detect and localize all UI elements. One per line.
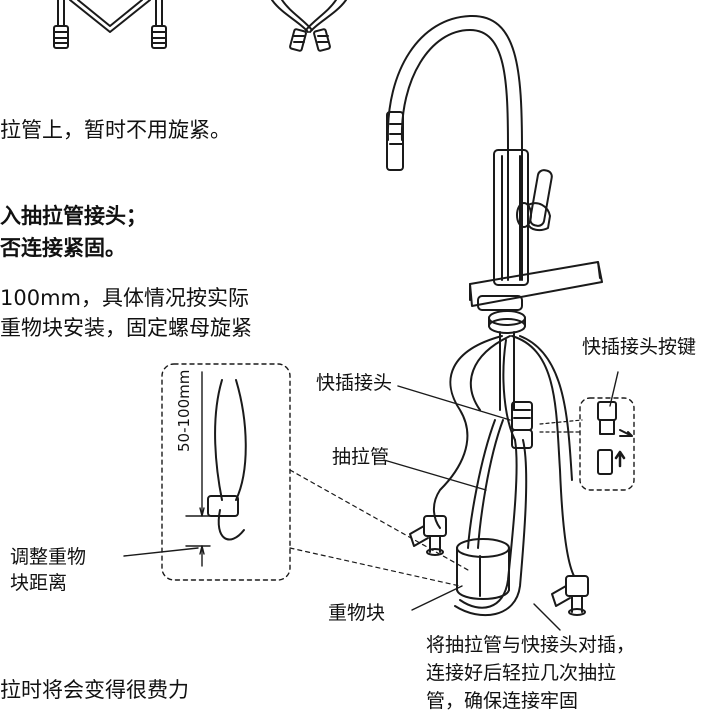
label-quick-connector-button: 快插接头按键 [582,336,697,358]
connector-detail-inset [539,397,635,491]
instruction-line-1: 拉管上，暂时不用旋紧。 [0,118,231,142]
angle-valve-left [409,515,447,556]
label-weight-block: 重物块 [328,602,386,624]
faucet-body [493,149,553,286]
weight-block [456,538,510,600]
hose-pictogram-crossed [271,0,347,52]
label-adjust-distance-2: 块距离 [10,572,68,594]
instruction-line-6: 拉时将会变得很费力 [0,678,189,702]
instruction-line-4: 100mm，具体情况按实际 [0,286,249,310]
instruction-line-3: 否连接紧固。 [0,236,126,260]
leader-lines [123,371,619,631]
quick-connector [511,401,533,449]
instruction-line-2: 入抽拉管接头； [0,204,147,228]
label-adjust-distance-1: 调整重物 [10,546,87,568]
connect-note-1: 将抽拉管与快接头对插， [426,634,636,656]
faucet-spout [386,14,523,281]
instruction-line-5: 重物块安装，固定螺母旋紧 [0,316,252,340]
label-pull-hose: 抽拉管 [332,446,390,468]
angle-valve-right [551,575,589,616]
mounting-nut [488,310,526,411]
supply-hoses [433,335,575,577]
connect-note-2: 连接好后轻拉几次抽拉 [426,662,617,684]
weight-distance-inset [161,363,469,587]
connect-note-3: 管，确保连接牢固 [426,690,579,712]
mounting-plate [469,261,603,311]
label-quick-connector: 快插接头 [316,372,393,394]
hose-pictogram-straight [53,0,167,49]
pull-hose [454,419,528,617]
